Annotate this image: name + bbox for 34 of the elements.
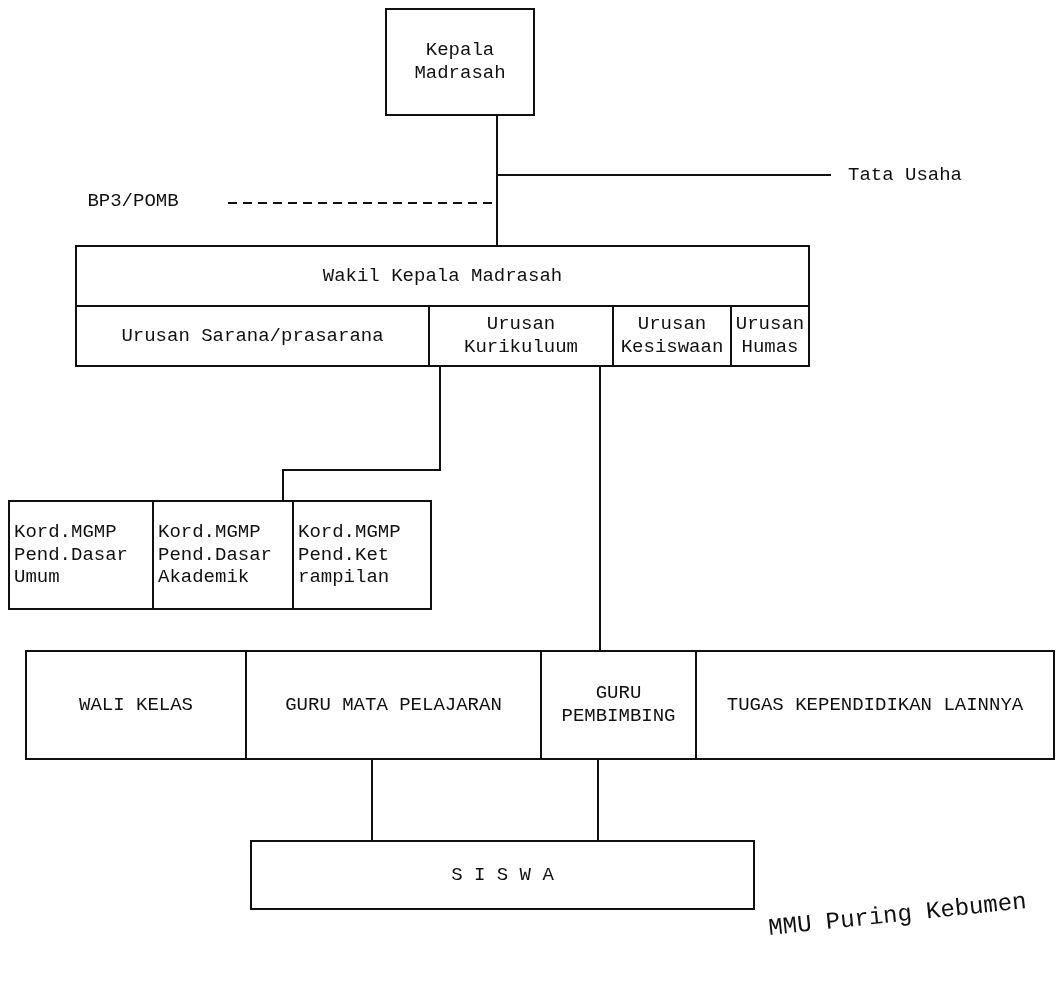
- box-text: S I S W A: [451, 863, 554, 887]
- box-text: GURU PEMBIMBING: [560, 682, 677, 728]
- org-box: [292, 500, 432, 610]
- box-text: Kord.MGMP Pend.Dasar Akademik: [158, 520, 274, 590]
- org-label: Tata Usaha: [848, 163, 962, 187]
- org-label: BP3/POMB: [87, 189, 179, 213]
- org-box: [75, 305, 430, 367]
- org-box: [695, 650, 1055, 760]
- box-text: Urusan Sarana/prasarana: [121, 324, 384, 348]
- box-text: GURU MATA PELAJARAN: [285, 693, 502, 717]
- org-box: [245, 650, 542, 760]
- org-box: [250, 840, 755, 910]
- connector-line: [371, 759, 373, 841]
- box-text: Urusan Humas: [735, 313, 805, 359]
- org-box: [25, 650, 247, 760]
- connector-line: [597, 759, 599, 841]
- box-text: TUGAS KEPENDIDIKAN LAINNYA: [726, 693, 1024, 717]
- box-text: Kord.MGMP Pend.Dasar Umum: [14, 520, 130, 590]
- caption-text: MMU Puring Kebumen: [767, 888, 1028, 942]
- org-box: [152, 500, 294, 610]
- org-box: [540, 650, 697, 760]
- box-text: WALI KELAS: [79, 693, 193, 717]
- org-box: [385, 8, 535, 116]
- connector-line: [282, 366, 441, 501]
- org-box: [730, 305, 810, 367]
- box-text: Urusan Kurikuluum: [463, 313, 579, 359]
- box-text: Kord.MGMP Pend.Ket rampilan: [298, 520, 402, 590]
- connector-line: [599, 366, 601, 651]
- box-text: Wakil Kepala Madrasah: [322, 264, 563, 288]
- org-box: [8, 500, 154, 610]
- org-box: [75, 245, 810, 307]
- box-text: Kepala Madrasah: [413, 39, 507, 85]
- box-text: Urusan Kesiswaan: [619, 313, 725, 359]
- dashed-connector: [227, 115, 498, 204]
